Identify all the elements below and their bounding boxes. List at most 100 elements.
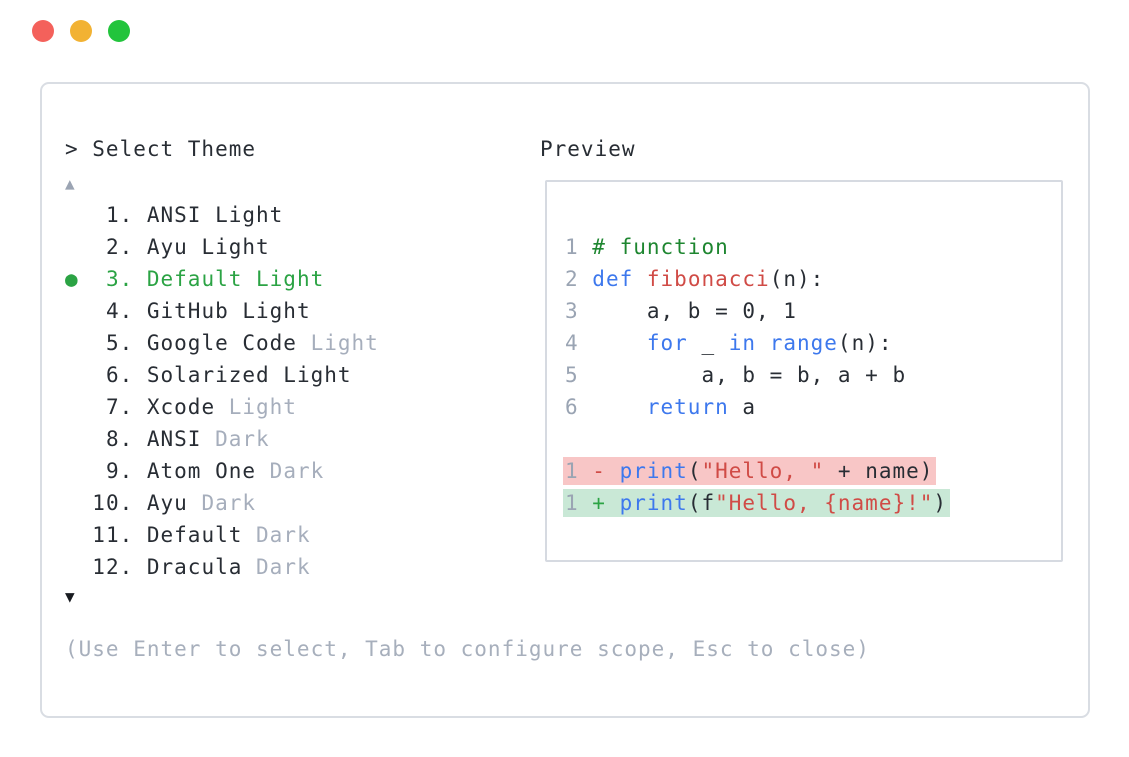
select-theme-prompt: > Select Theme bbox=[65, 137, 257, 161]
theme-item-number: 5. bbox=[92, 331, 147, 355]
code-line-content: 6 return a bbox=[563, 393, 759, 421]
code-line-content: 5 a, b = b, a + b bbox=[563, 361, 909, 389]
theme-item-number: 4. bbox=[92, 299, 147, 323]
code-token: def bbox=[592, 267, 634, 291]
theme-item-number: 3. bbox=[92, 267, 147, 291]
theme-list-item-default-light[interactable]: ● 3. Default Light bbox=[65, 263, 379, 295]
code-line-content: 4 for _ in range(n): bbox=[563, 329, 896, 357]
code-token: (n): bbox=[837, 331, 893, 355]
theme-list-item-ayu-light[interactable]: 2. Ayu Light bbox=[65, 231, 379, 263]
code-line: 6 return a bbox=[563, 390, 1061, 422]
theme-item-label: GitHub Light bbox=[146, 299, 311, 323]
diff-added-line: 1 + print(f"Hello, {name}!") bbox=[563, 486, 1061, 518]
theme-item-number: 9. bbox=[92, 459, 147, 483]
code-token: + bbox=[592, 491, 620, 515]
code-token: range bbox=[769, 331, 838, 355]
theme-list-item-solarized-light[interactable]: 6. Solarized Light bbox=[65, 359, 379, 391]
code-token: - bbox=[592, 459, 620, 483]
theme-item-label: Dark bbox=[242, 555, 311, 579]
theme-list-item-google-code-light[interactable]: 5. Google Code Light bbox=[65, 327, 379, 359]
theme-list: 1. ANSI Light 2. Ayu Light● 3. Default L… bbox=[65, 199, 379, 583]
theme-item-label: Google Code bbox=[146, 331, 297, 355]
theme-item-number: 2. bbox=[92, 235, 147, 259]
theme-list-item-atom-one-dark[interactable]: 9. Atom One Dark bbox=[65, 455, 379, 487]
scroll-up-icon[interactable]: ▲ bbox=[65, 174, 76, 193]
code-token bbox=[756, 331, 770, 355]
line-number: 1 bbox=[565, 235, 593, 259]
minimize-window-button[interactable] bbox=[70, 20, 92, 42]
zoom-window-button[interactable] bbox=[108, 20, 130, 42]
line-number: 3 bbox=[565, 299, 593, 323]
code-token: fibonacci bbox=[646, 267, 770, 291]
preview-label: Preview bbox=[540, 137, 636, 161]
theme-list-item-ansi-dark[interactable]: 8. ANSI Dark bbox=[65, 423, 379, 455]
code-token: print bbox=[619, 459, 688, 483]
theme-item-number: 6. bbox=[92, 363, 147, 387]
diff-removed-line: 1 - print("Hello, " + name) bbox=[563, 454, 1061, 486]
theme-item-number: 11. bbox=[92, 523, 147, 547]
window-controls bbox=[32, 20, 130, 42]
code-line-content: 1 - print("Hello, " + name) bbox=[563, 457, 937, 485]
code-token: (n): bbox=[769, 267, 825, 291]
line-number: 6 bbox=[565, 395, 593, 419]
code-token: ) bbox=[933, 491, 948, 515]
code-token: "Hello, " bbox=[701, 459, 825, 483]
code-token: a, b = b, a + b bbox=[592, 363, 907, 387]
code-token: _ bbox=[687, 331, 729, 355]
code-line-content: 1 + print(f"Hello, {name}!") bbox=[563, 489, 951, 517]
code-token bbox=[592, 331, 647, 355]
theme-item-number: 12. bbox=[92, 555, 147, 579]
code-line: 2 def fibonacci(n): bbox=[563, 262, 1061, 294]
theme-item-label: Dark bbox=[256, 459, 325, 483]
code-token: return bbox=[646, 395, 729, 419]
code-token: ( bbox=[687, 459, 702, 483]
code-line-content: 1 # function bbox=[563, 233, 732, 261]
code-line-content: 2 def fibonacci(n): bbox=[563, 265, 827, 293]
code-token bbox=[633, 267, 647, 291]
line-number: 1 bbox=[565, 491, 593, 515]
code-token: + name) bbox=[824, 459, 934, 483]
theme-picker-panel: > Select Theme ▲ 1. ANSI Light 2. Ayu Li… bbox=[40, 82, 1090, 718]
code-token: # function bbox=[592, 235, 729, 259]
close-window-button[interactable] bbox=[32, 20, 54, 42]
code-token: "Hello, {name}!" bbox=[715, 491, 934, 515]
code-token: print bbox=[619, 491, 688, 515]
code-line: 1 # function bbox=[563, 230, 1061, 262]
code-token: for bbox=[646, 331, 688, 355]
footer-hint: (Use Enter to select, Tab to configure s… bbox=[65, 637, 870, 661]
code-line-blank bbox=[563, 422, 1061, 454]
theme-item-number: 1. bbox=[92, 203, 147, 227]
theme-item-label: Dark bbox=[242, 523, 311, 547]
theme-item-label: Dark bbox=[201, 427, 270, 451]
theme-item-label: Ayu bbox=[146, 491, 188, 515]
theme-item-label: Light bbox=[296, 331, 379, 355]
theme-list-item-dracula-dark[interactable]: 12. Dracula Dark bbox=[65, 551, 379, 583]
code-token: a, b = 0, 1 bbox=[592, 299, 797, 323]
theme-item-label: Dark bbox=[187, 491, 257, 515]
theme-item-label: Dracula bbox=[146, 555, 243, 579]
line-number: 1 bbox=[565, 459, 593, 483]
line-number: 2 bbox=[565, 267, 593, 291]
theme-item-number: 10. bbox=[92, 491, 147, 515]
line-number: 5 bbox=[565, 363, 593, 387]
theme-item-number: 7. bbox=[92, 395, 147, 419]
code-line: 4 for _ in range(n): bbox=[563, 326, 1061, 358]
theme-list-item-xcode-light[interactable]: 7. Xcode Light bbox=[65, 391, 379, 423]
scroll-down-icon[interactable]: ▼ bbox=[65, 587, 76, 606]
theme-item-label: Light bbox=[215, 395, 297, 419]
theme-item-label: Atom One bbox=[146, 459, 257, 483]
theme-item-number: 8. bbox=[92, 427, 147, 451]
theme-item-label: Ayu Light bbox=[146, 235, 270, 259]
theme-list-item-ayu-dark[interactable]: 10. Ayu Dark bbox=[65, 487, 379, 519]
code-token: (f bbox=[687, 491, 716, 515]
theme-item-label: ANSI Light bbox=[146, 203, 284, 227]
theme-list-item-ansi-light[interactable]: 1. ANSI Light bbox=[65, 199, 379, 231]
code-line-content: 3 a, b = 0, 1 bbox=[563, 297, 800, 325]
code-line: 3 a, b = 0, 1 bbox=[563, 294, 1061, 326]
code-token bbox=[592, 395, 647, 419]
theme-list-item-default-dark[interactable]: 11. Default Dark bbox=[65, 519, 379, 551]
theme-list-item-github-light[interactable]: 4. GitHub Light bbox=[65, 295, 379, 327]
code-token: in bbox=[728, 331, 757, 355]
